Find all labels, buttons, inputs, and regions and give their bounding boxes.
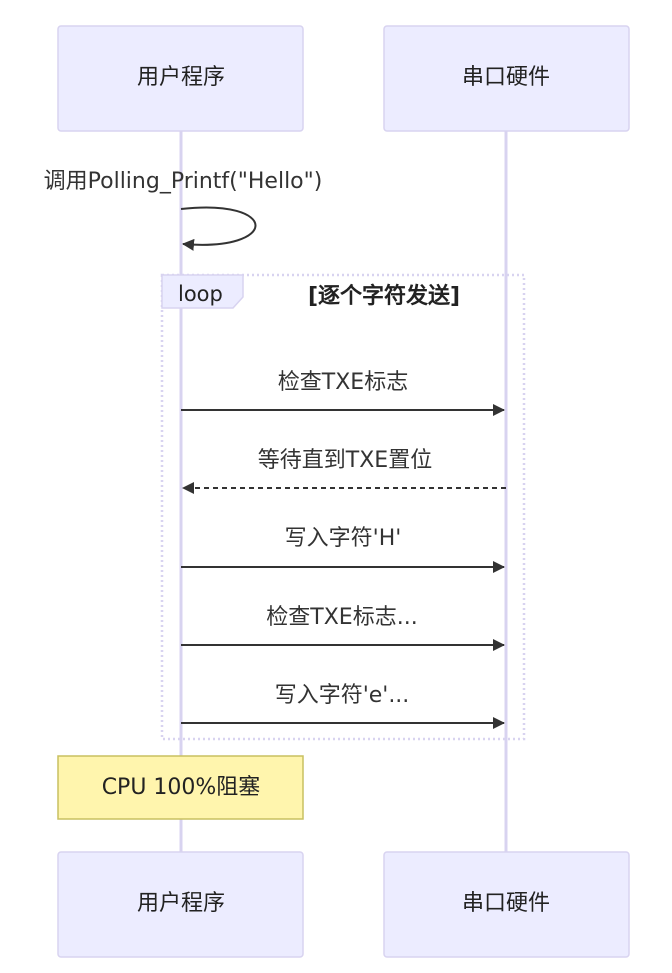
message-check-txe-more-label: 检查TXE标志... xyxy=(266,605,417,630)
loop-keyword: loop xyxy=(178,282,223,306)
loop-frame: loop [逐个字符发送] xyxy=(160,273,526,741)
message-check-txe-label: 检查TXE标志 xyxy=(278,370,408,395)
actor-label: 串口硬件 xyxy=(462,891,550,916)
message-self-call-arrow xyxy=(180,206,257,251)
note-cpu-blocked: CPU 100%阻塞 xyxy=(57,755,304,820)
actor-label: 串口硬件 xyxy=(462,65,550,90)
actor-user-program-top: 用户程序 xyxy=(57,25,304,132)
actor-serial-hardware-bottom: 串口硬件 xyxy=(383,851,630,958)
loop-condition: [逐个字符发送] xyxy=(308,283,460,309)
actor-label: 用户程序 xyxy=(137,65,225,90)
message-write-e-more-label: 写入字符'e'... xyxy=(275,683,410,708)
message-self-call-label: 调用Polling_Printf("Hello") xyxy=(44,169,323,194)
loop-tab xyxy=(161,274,244,309)
message-write-h-label: 写入字符'H' xyxy=(285,526,402,551)
message-wait-txe-label: 等待直到TXE置位 xyxy=(258,448,432,473)
actor-user-program-bottom: 用户程序 xyxy=(57,851,304,958)
note-text: CPU 100%阻塞 xyxy=(102,775,261,800)
actor-label: 用户程序 xyxy=(137,891,225,916)
actor-serial-hardware-top: 串口硬件 xyxy=(383,25,630,132)
